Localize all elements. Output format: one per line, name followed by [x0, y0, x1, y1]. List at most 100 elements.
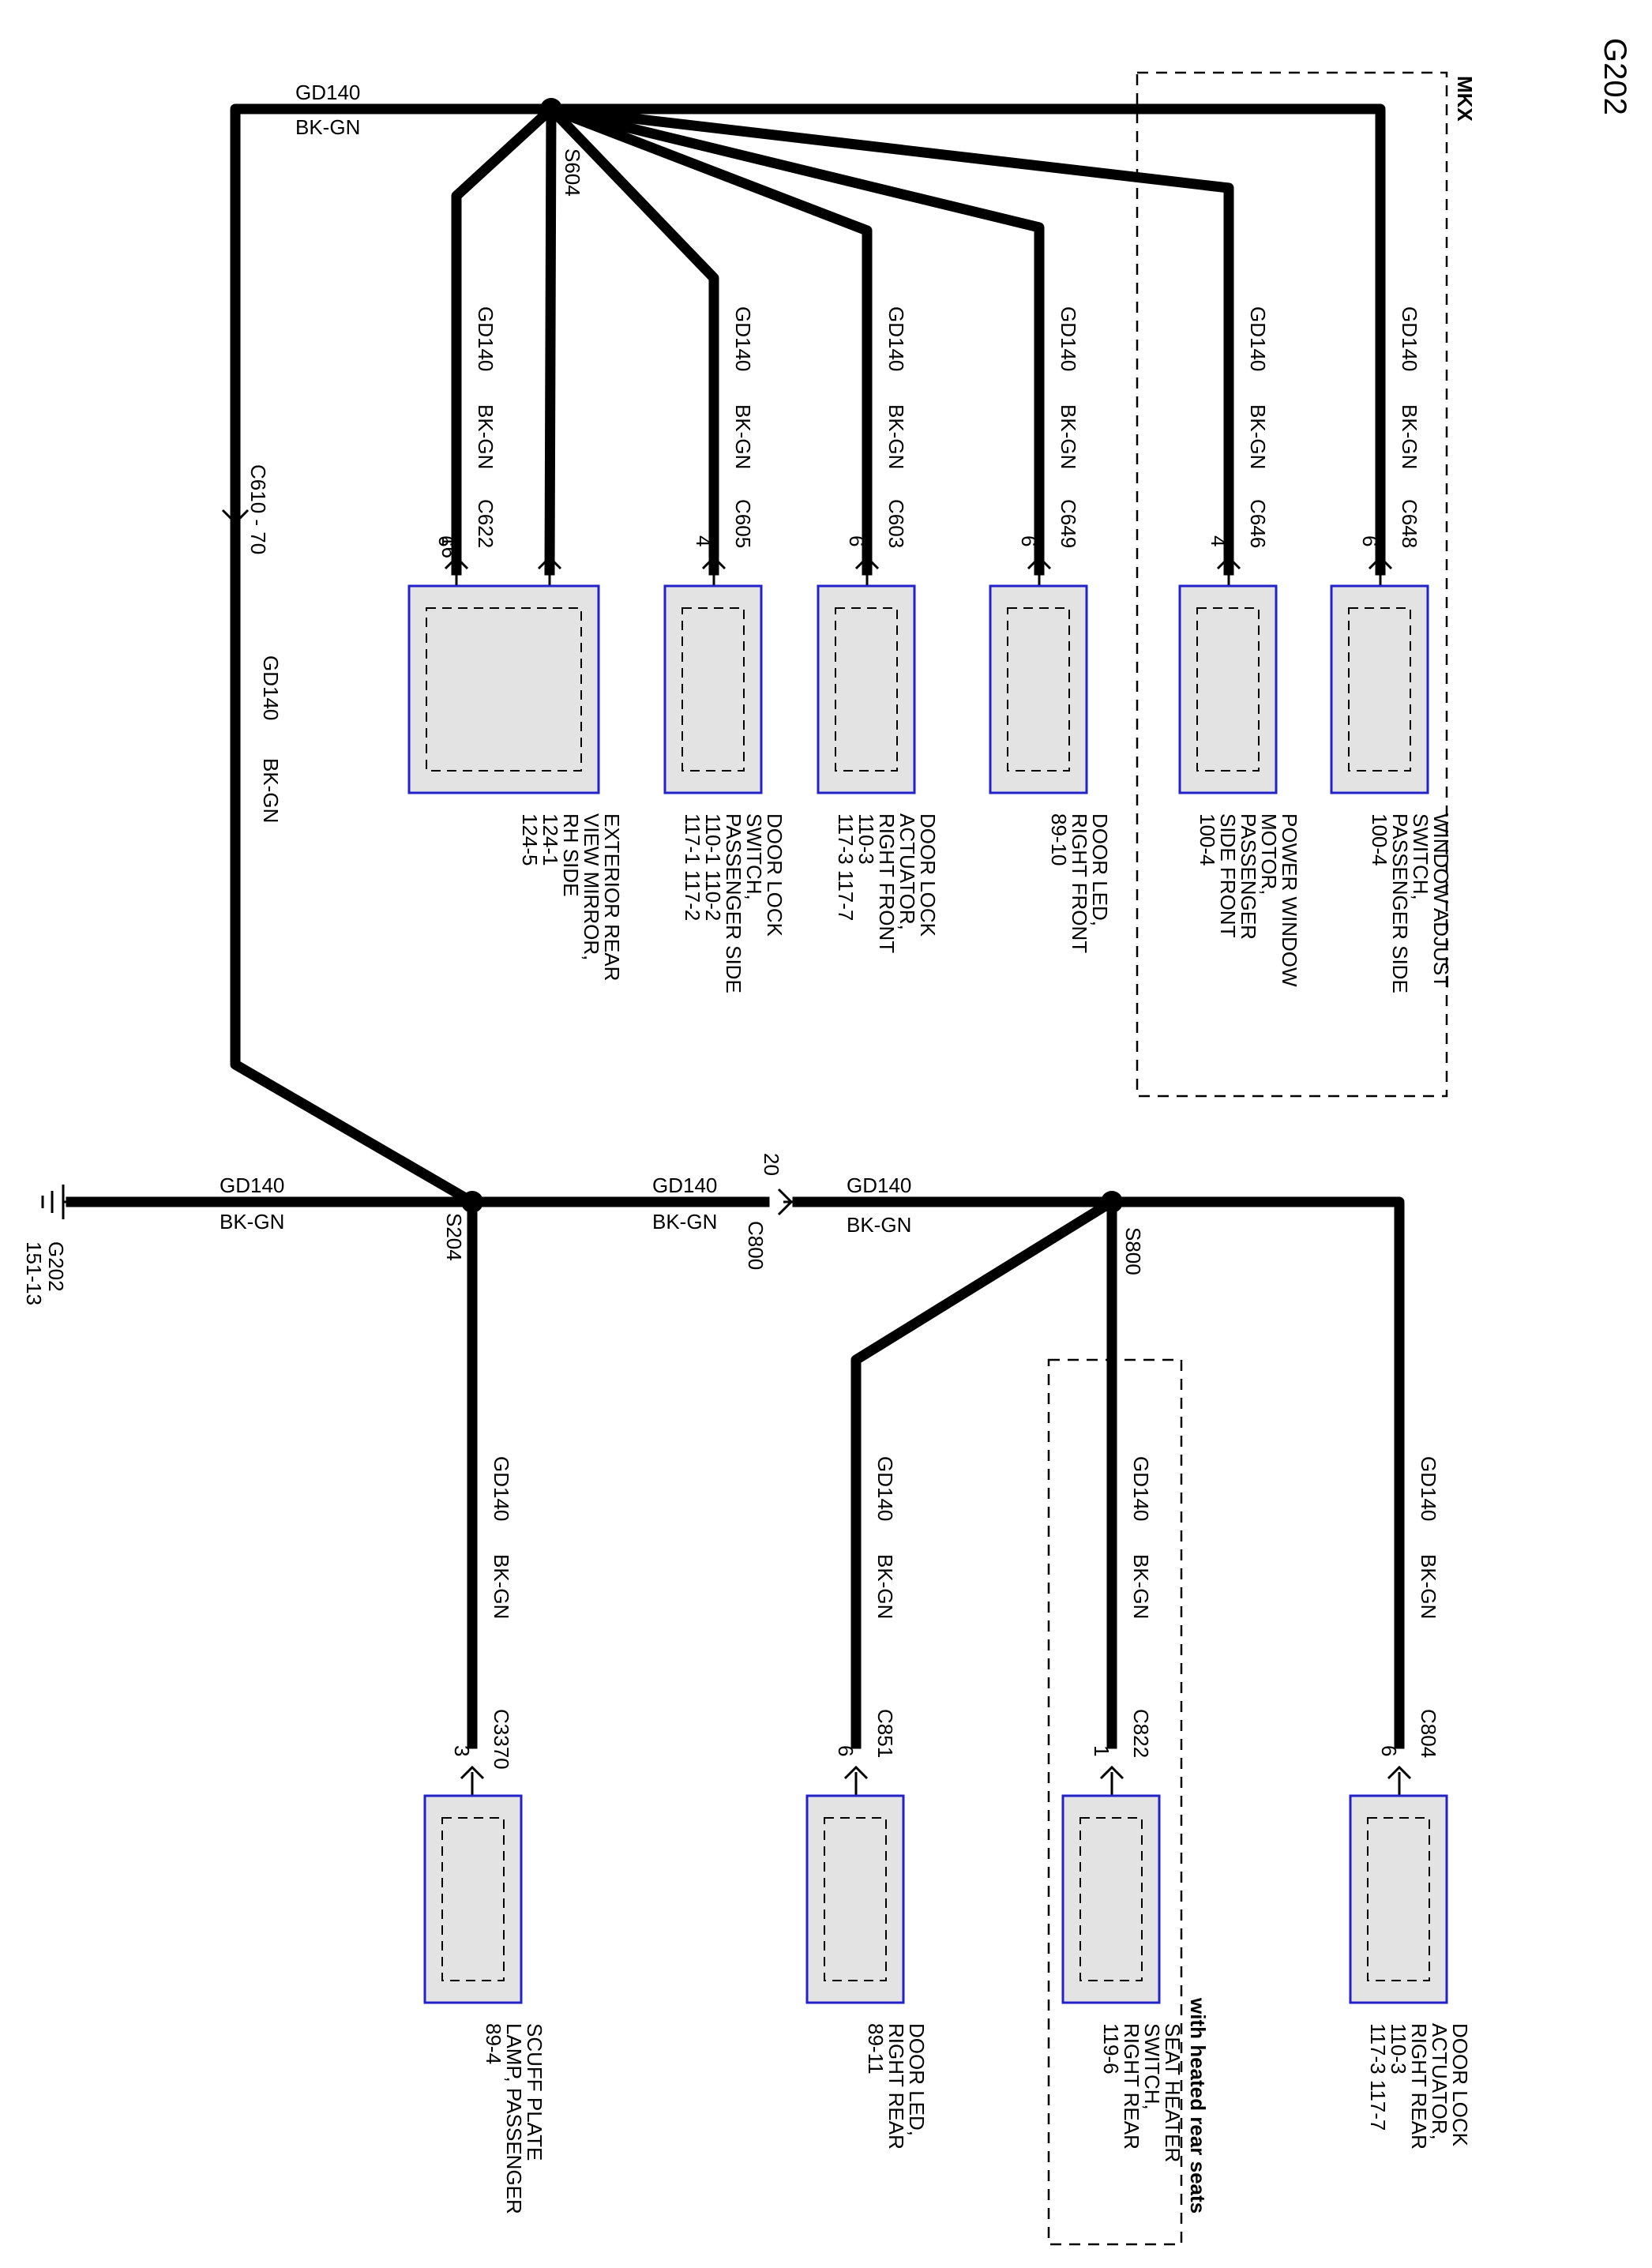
- component-c646-desc-line: PASSENGER: [1237, 813, 1260, 940]
- wire-c822-color: BK-GN: [1129, 1554, 1153, 1619]
- ground-icon: [41, 1185, 73, 1219]
- diagram-title: G202: [1598, 38, 1632, 115]
- component-c648-desc-line: PASSENGER SIDE: [1388, 813, 1412, 993]
- splice-s800-label: S800: [1121, 1227, 1145, 1275]
- component-c646-desc-line: 100-4: [1196, 813, 1219, 866]
- connector-c603-label: C603: [884, 499, 908, 548]
- component-c3370-body[interactable]: [423, 1794, 523, 2004]
- component-c3370-desc-line: LAMP, PASSENGER: [502, 2023, 526, 2214]
- top-wire-harness: [230, 101, 1386, 1209]
- right-link-wire-id: GD140: [847, 1173, 911, 1197]
- connector-c648-label: C648: [1398, 499, 1421, 548]
- component-c605-body[interactable]: [663, 584, 763, 794]
- component-c605-desc-line: 117-1 117-2: [681, 813, 704, 921]
- wire-c851-color: BK-GN: [873, 1554, 897, 1619]
- component-c804-desc-line: 117-3 117-7: [1366, 2023, 1390, 2131]
- splice-s604-label: S604: [561, 148, 584, 197]
- wire-c646: [545, 103, 1234, 576]
- wire-c648-id: GD140: [1398, 306, 1421, 371]
- component-c649-desc-line: RIGHT FRONT: [1068, 813, 1091, 953]
- wire-c851: [850, 1195, 1119, 1749]
- component-c649-body[interactable]: [989, 584, 1088, 794]
- component-c649-outline: [1007, 607, 1070, 772]
- component-c3370-desc-line: 89-4: [482, 2023, 505, 2064]
- wire-c851-id: GD140: [873, 1456, 897, 1521]
- connector-c646-pin: 4: [1207, 535, 1230, 546]
- top-trunk-wire: [230, 103, 1386, 576]
- splice-s204-label: S204: [442, 1213, 466, 1261]
- component-c822-desc-line: SEAT HEATER: [1161, 2023, 1185, 2162]
- component-c648-desc-line: WINDOW ADJUST: [1429, 813, 1453, 988]
- connector-c622-pin: 6: [434, 535, 458, 546]
- component-c804-outline: [1367, 1817, 1430, 1981]
- component-c822-body[interactable]: [1061, 1794, 1161, 2004]
- component-c822-desc-line: SWITCH,: [1140, 2023, 1164, 2110]
- component-c649-desc-line: 89-10: [1047, 813, 1071, 866]
- wire-c603-color: BK-GN: [884, 404, 908, 469]
- component-c804-desc-line: 110-3: [1387, 2023, 1410, 2075]
- component-c851-desc-line: DOOR LED,: [905, 2023, 929, 2136]
- component-c603-desc-line: 110-3: [854, 813, 878, 865]
- component-c622-desc-line: VIEW MIRROR,: [580, 813, 603, 960]
- inline-connector-c800-icon: [777, 1188, 799, 1216]
- mkx-option-box: [1136, 71, 1448, 1098]
- wire-c648-color: BK-GN: [1398, 404, 1421, 469]
- component-c822-desc-line: 119-6: [1099, 2023, 1123, 2075]
- component-c804-desc-line: ACTUATOR,: [1428, 2023, 1451, 2140]
- top-trunk-wire-id: GD140: [295, 81, 360, 104]
- wire-c603-id: GD140: [884, 306, 908, 371]
- inline-connector-c800-pin: 20: [760, 1153, 783, 1176]
- splice-s800: [1101, 1191, 1123, 1213]
- connector-c822-label: C822: [1129, 1709, 1153, 1758]
- mid-link-wire-color: BK-GN: [652, 1210, 717, 1234]
- component-c605-desc-line: PASSENGER SIDE: [722, 813, 745, 993]
- inline-connector-c610-label: C610 - 70: [246, 464, 270, 554]
- heated-rear-seats-option-label: with heated rear seats: [1186, 1997, 1210, 2214]
- component-c622-body[interactable]: [407, 584, 600, 794]
- component-c804-desc-line: DOOR LOCK: [1448, 2023, 1472, 2147]
- wire-c646-color: BK-GN: [1246, 404, 1270, 469]
- wire-c3370-id: GD140: [490, 1456, 513, 1521]
- connector-c822-pin: 1: [1090, 1745, 1113, 1756]
- wire-c804-color: BK-GN: [1417, 1554, 1440, 1619]
- inline-connector-c800-label: C800: [744, 1221, 768, 1270]
- component-c648-desc-line: 100-4: [1368, 813, 1391, 866]
- component-c648-body[interactable]: [1330, 584, 1429, 794]
- connector-c851-pin: 6: [834, 1745, 858, 1756]
- component-c804-desc-line: RIGHT REAR: [1407, 2023, 1431, 2150]
- wire-c3370-color: BK-GN: [490, 1554, 513, 1619]
- wire-c603: [544, 102, 873, 576]
- component-c648-outline: [1348, 607, 1411, 772]
- component-c605-outline: [681, 607, 745, 772]
- connector-c646-label: C646: [1246, 499, 1270, 548]
- component-c648-desc-line: SWITCH,: [1409, 813, 1432, 900]
- component-c851-body[interactable]: [805, 1794, 905, 2004]
- component-c646-body[interactable]: [1178, 584, 1278, 794]
- component-c804-body[interactable]: [1349, 1794, 1448, 2004]
- component-c622-desc-line: 124-5: [518, 813, 542, 866]
- inline-connector-c610-icon: [221, 509, 250, 531]
- component-c603-body[interactable]: [817, 584, 916, 794]
- wire-c804-id: GD140: [1417, 1456, 1440, 1521]
- wire-right-link: [792, 1196, 1405, 1749]
- wire-c605: [543, 101, 719, 576]
- ground-link-wire-color: BK-GN: [220, 1210, 284, 1234]
- wire-c622-id: GD140: [474, 306, 497, 371]
- splice-s204: [461, 1191, 483, 1213]
- top-trunk-wire-color: BK-GN: [295, 115, 360, 139]
- connector-c622-pin16: 16: [437, 535, 461, 558]
- component-c605-desc-line: 110-1 110-2: [701, 813, 725, 921]
- connector-c605-pin: 4: [692, 535, 715, 546]
- wire-c822-id: GD140: [1129, 1456, 1153, 1521]
